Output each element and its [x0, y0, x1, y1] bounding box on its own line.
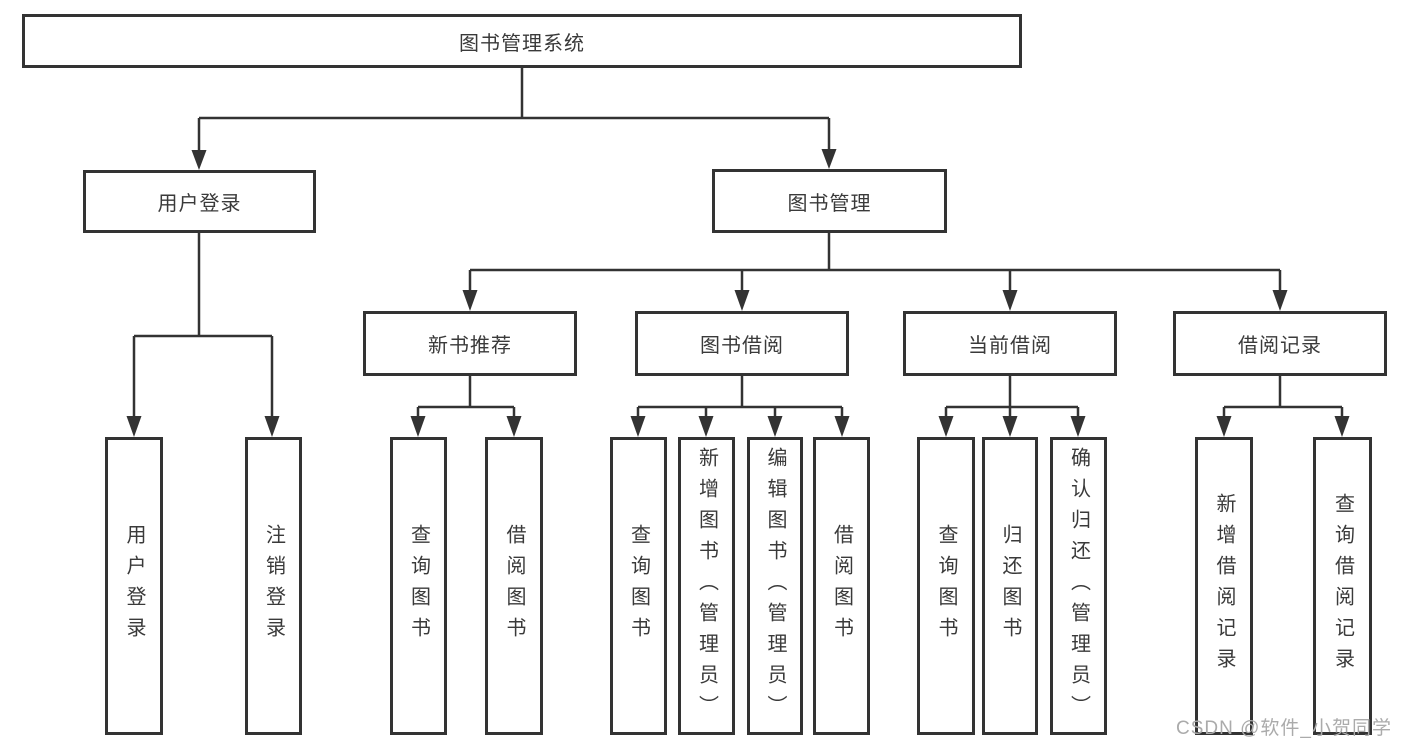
leaf-query-books-current: 查询图书	[917, 437, 975, 735]
node-book-borrow: 图书借阅	[635, 311, 849, 376]
leaf-edit-books-admin: 编辑图书（管理员）	[747, 437, 803, 735]
node-borrow-records: 借阅记录	[1173, 311, 1387, 376]
leaf-borrow-books: 借阅图书	[813, 437, 870, 735]
connector-book-management-to-level3	[462, 233, 1288, 311]
leaf-label: 查询借阅记录	[1331, 493, 1354, 679]
leaf-add-borrow-record: 新增借阅记录	[1195, 437, 1253, 735]
connector-current-borrow-branch	[938, 376, 1086, 437]
leaf-label: 确认归还（管理员）	[1067, 446, 1090, 726]
leaf-label: 归还图书	[999, 524, 1021, 648]
connector-book-borrow-branch	[630, 376, 850, 437]
connector-borrow-records-branch	[1216, 376, 1350, 437]
leaf-add-books-admin: 新增图书（管理员）	[678, 437, 735, 735]
leaf-confirm-return-admin: 确认归还（管理员）	[1050, 437, 1107, 735]
leaf-query-books-recommend: 查询图书	[390, 437, 447, 735]
leaf-query-books-borrow: 查询图书	[610, 437, 667, 735]
connector-user-login-branch	[126, 233, 280, 437]
node-current-borrow: 当前借阅	[903, 311, 1117, 376]
connector-new-book-recommend-branch	[410, 376, 522, 437]
connector-root-to-level2	[191, 68, 837, 170]
csdn-watermark: CSDN @软件_小贺同学	[1176, 718, 1392, 739]
leaf-label: 用户登录	[123, 524, 145, 648]
leaf-label: 借阅图书	[503, 524, 525, 648]
node-root-system: 图书管理系统	[22, 14, 1022, 68]
leaf-label: 新增借阅记录	[1213, 493, 1235, 679]
leaf-label: 注销登录	[262, 524, 285, 648]
leaf-label: 查询图书	[935, 524, 957, 648]
node-new-book-recommend: 新书推荐	[363, 311, 577, 376]
node-book-management: 图书管理	[712, 169, 947, 233]
leaf-return-books: 归还图书	[982, 437, 1038, 735]
leaf-label: 新增图书（管理员）	[695, 446, 718, 726]
leaf-label: 查询图书	[627, 524, 650, 648]
leaf-label: 借阅图书	[830, 524, 853, 648]
leaf-user-login: 用户登录	[105, 437, 163, 735]
leaf-query-borrow-record: 查询借阅记录	[1313, 437, 1372, 735]
leaf-label: 编辑图书（管理员）	[764, 446, 786, 726]
leaf-borrow-books-recommend: 借阅图书	[485, 437, 543, 735]
node-user-login: 用户登录	[83, 170, 316, 233]
leaf-logout: 注销登录	[245, 437, 302, 735]
leaf-label: 查询图书	[407, 524, 430, 648]
